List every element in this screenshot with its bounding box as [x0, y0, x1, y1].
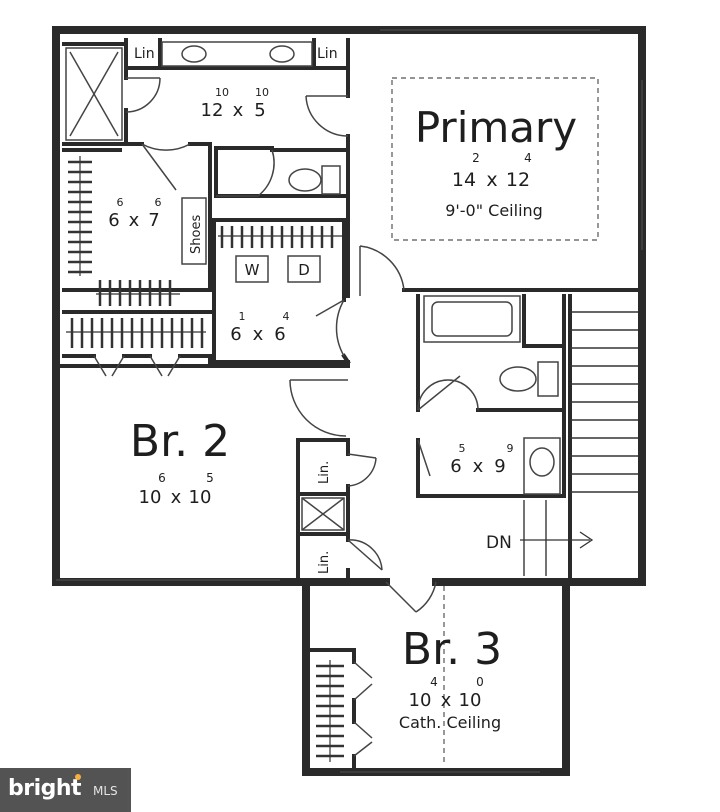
room-name-br2: Br. 2: [130, 416, 230, 467]
dim-sup: 10: [255, 86, 269, 99]
dim-value: 6: [274, 324, 285, 345]
tray-ceiling-outline: [391, 77, 599, 241]
dim-sup: 6: [158, 471, 166, 485]
dim-sup: 10: [215, 86, 229, 99]
dryer-box: [287, 255, 321, 283]
toilet-tank: [321, 165, 341, 195]
logo-dot-icon: [75, 774, 81, 780]
dim-value: 6: [108, 210, 119, 231]
dim-value: 12: [201, 100, 224, 121]
washer-label: W: [245, 261, 260, 279]
linen-label-4: Lin.: [317, 551, 332, 574]
dim-sup: 0: [476, 675, 484, 689]
dim-sup: 9: [507, 442, 514, 455]
toilet-icon: [499, 366, 537, 392]
dim-value: 14: [452, 169, 476, 191]
linen-label-3: Lin.: [317, 461, 332, 484]
dim-value: 10: [409, 690, 432, 711]
vanity-counter: [161, 41, 313, 67]
dim-value: 9: [494, 456, 505, 477]
sink-icon: [181, 45, 207, 63]
dim-sup: 5: [206, 471, 214, 485]
closet-rods: [66, 156, 344, 762]
dim-value: 5: [254, 100, 265, 121]
watermark-brand: bright: [8, 776, 82, 801]
linen-label-2: Lin: [317, 46, 338, 62]
chute-box: [301, 497, 345, 531]
bathtub: [423, 295, 521, 343]
watermark-logo: bright MLS: [0, 768, 131, 812]
dim-sup: 5: [459, 442, 466, 455]
dim-value: 12: [506, 169, 530, 191]
watermark-suffix: MLS: [93, 784, 118, 798]
ceiling-note-primary: 9'-0" Ceiling: [445, 201, 543, 220]
dim-value: 6: [450, 456, 461, 477]
linen-label-1: Lin: [134, 46, 155, 62]
staircase: [520, 294, 638, 578]
dim-x: x: [473, 456, 484, 477]
dim-value: 10: [189, 487, 212, 508]
dim-x: x: [441, 690, 452, 711]
arrow-right-icon: [579, 531, 594, 549]
toilet-tank: [537, 361, 559, 397]
shoes-label: Shoes: [189, 215, 204, 254]
dim-sup: 4: [283, 310, 290, 323]
windows: [56, 29, 643, 773]
dryer-label: D: [298, 261, 310, 279]
dim-x: x: [486, 169, 497, 191]
vanity-counter: [523, 437, 561, 495]
dim-sup: 4: [430, 675, 438, 689]
sink-icon: [529, 447, 555, 477]
dim-sup: 2: [472, 151, 480, 165]
dim-sup: 6: [155, 196, 162, 209]
fixtures: [65, 41, 599, 766]
dim-x: x: [171, 487, 182, 508]
toilet-icon: [288, 168, 322, 192]
shoe-shelf: [181, 197, 207, 265]
washer-box: [235, 255, 269, 283]
ceiling-note-br3: Cath. Ceiling: [399, 713, 501, 732]
room-name-primary: Primary: [415, 103, 577, 152]
shower-stall: [65, 47, 123, 141]
dim-value: 7: [148, 210, 159, 231]
interior-walls: [58, 38, 640, 768]
stairs-down-label: DN: [486, 533, 512, 553]
room-name-br3: Br. 3: [402, 624, 502, 675]
dim-value: 10: [139, 487, 162, 508]
dim-value: 10: [459, 690, 482, 711]
sink-icon: [269, 45, 295, 63]
door-swings: [93, 77, 479, 757]
dim-x: x: [233, 100, 244, 121]
dim-x: x: [129, 210, 140, 231]
dim-sup: 4: [524, 151, 532, 165]
dim-sup: 6: [117, 196, 124, 209]
dim-sup: 1: [239, 310, 246, 323]
dim-value: 6: [230, 324, 241, 345]
dim-x: x: [253, 324, 264, 345]
